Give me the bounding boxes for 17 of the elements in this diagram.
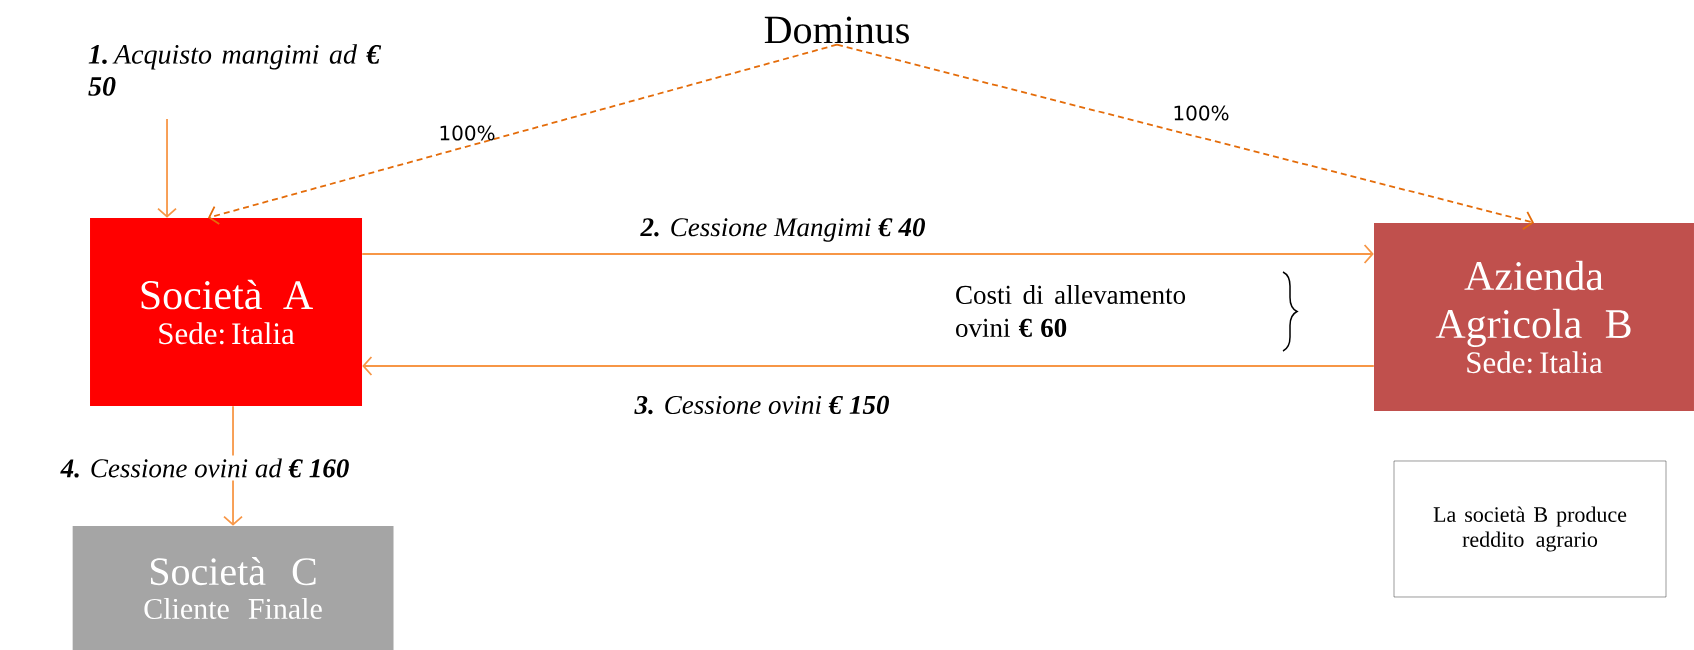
arrow [362, 356, 1375, 376]
edge-label: 3. Cessione ovini € 150 [634, 395, 889, 415]
company-box: Società C Cliente Finale [72, 526, 394, 650]
arrow [361, 244, 1374, 264]
edge-label: 100% [1174, 105, 1229, 121]
edge-label: 4. Cessione ovini ad € 160 [57, 455, 353, 481]
arrow [836, 43, 1534, 231]
company-box: Azienda Agricola B Sede: Italia [1374, 223, 1694, 411]
title-text: Dominus [764, 16, 909, 44]
company-box: Società A Sede: Italia [90, 218, 362, 406]
annotation-text: Costi di allevamento ovini € 60 [956, 285, 1186, 337]
arrow [157, 118, 177, 218]
edge-label: 100% [440, 125, 495, 141]
edge-label: 2. Cessione Mangimi € 40 [640, 218, 926, 242]
note-box: La società B produce reddito agrario [1393, 460, 1667, 598]
arrow [208, 43, 838, 225]
step-text: 1. Acquisto mangimi ad € 50 [88, 44, 382, 96]
